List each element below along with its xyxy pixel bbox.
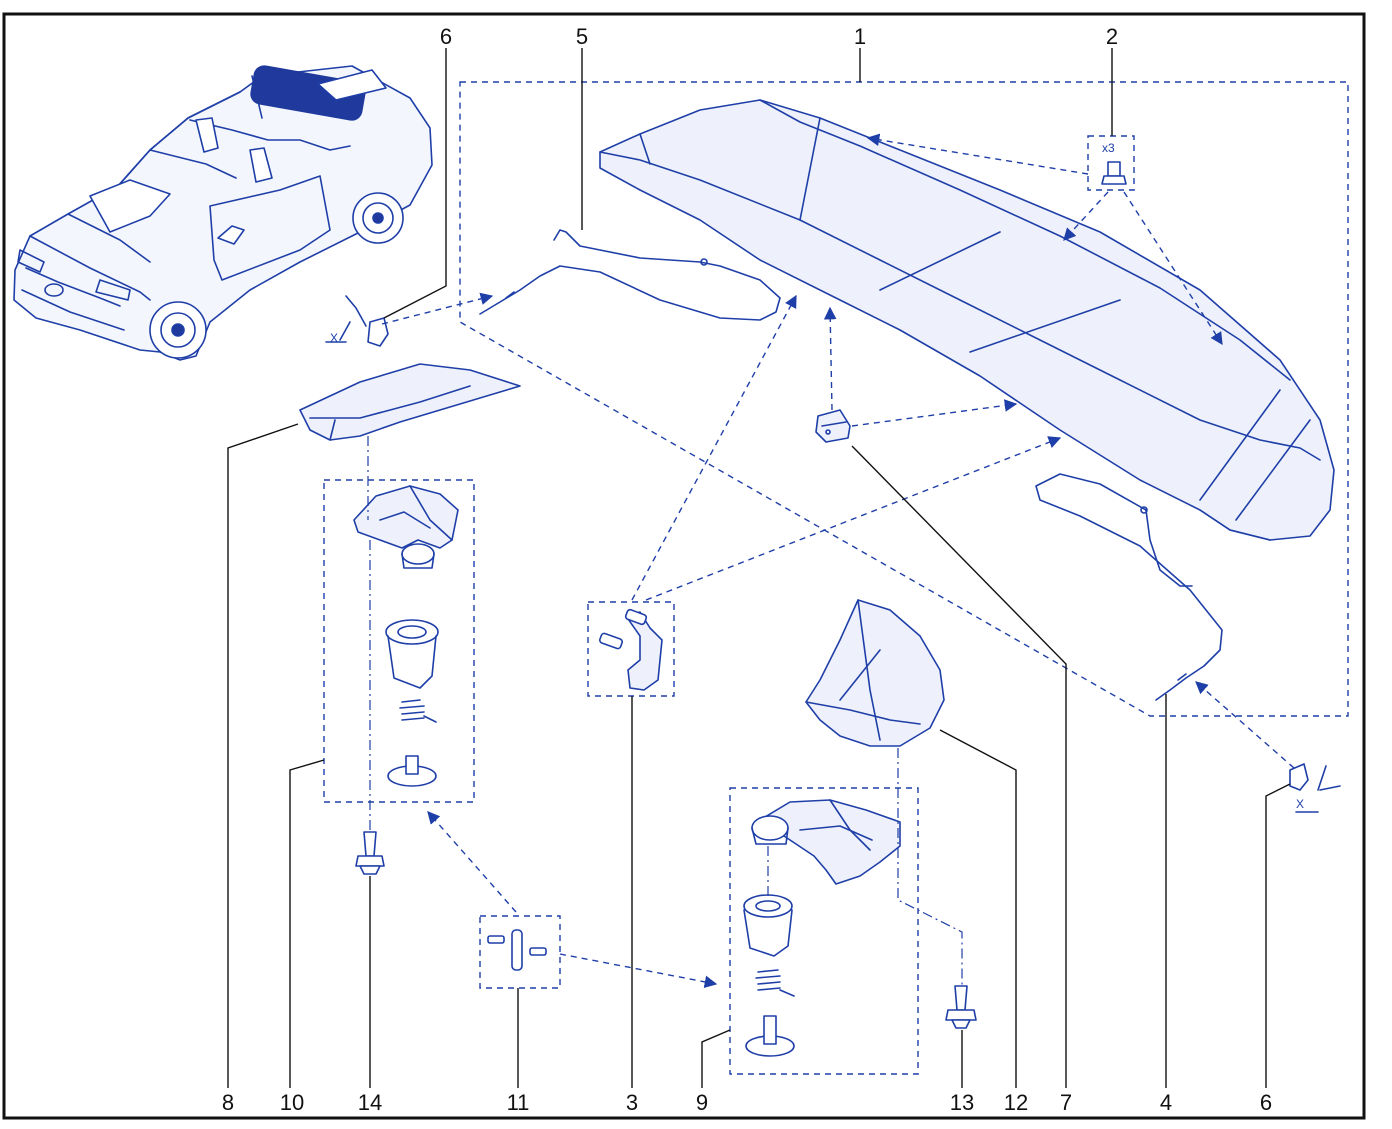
callout-label-8: 8 — [222, 1090, 234, 1115]
bolt-part-14 — [355, 831, 385, 875]
callout-label-9: 9 — [696, 1090, 708, 1115]
rear-spoiler-main — [599, 99, 1335, 541]
group-outline-11 — [479, 915, 561, 989]
callout-label-13: 13 — [950, 1090, 974, 1115]
callout-label-14: 14 — [358, 1090, 382, 1115]
pins-part-3 — [598, 608, 663, 691]
group-outline-1 — [459, 81, 1349, 717]
side-spoiler-part-8 — [299, 363, 521, 441]
assembly-arrows — [381, 133, 1295, 989]
callout-label-7: 7 — [1060, 1090, 1072, 1115]
callout-label-1: 1 — [854, 24, 866, 49]
screw-part-2 — [1101, 161, 1127, 185]
clip-part-6-right — [1289, 763, 1341, 813]
group-outline-10 — [323, 479, 475, 803]
callout-label-11: 11 — [507, 1090, 530, 1115]
pins-part-11 — [487, 929, 547, 971]
callout-label-3: 3 — [626, 1090, 638, 1115]
axis-marker-left: X — [330, 331, 338, 345]
callout-label-4: 4 — [1160, 1090, 1172, 1115]
hinge-assembly-part-9 — [743, 799, 901, 1057]
fairing-panel-part-12 — [805, 599, 945, 747]
outer-border — [2, 12, 1366, 1120]
cable-part-5 — [479, 229, 781, 321]
car-illustration — [13, 65, 433, 361]
quantity-marker: x3 — [1102, 141, 1115, 155]
bracket-part-7 — [815, 409, 851, 443]
axis-marker-right: X — [1296, 797, 1304, 811]
callout-label-12: 12 — [1004, 1090, 1028, 1115]
bolt-part-13 — [945, 985, 977, 1029]
callout-label-5: 5 — [576, 24, 588, 49]
cable-part-4 — [1035, 473, 1223, 701]
leader-lines — [227, 48, 1291, 1088]
callout-label-10: 10 — [280, 1090, 304, 1115]
group-outline-9 — [729, 787, 919, 1075]
hinge-assembly-part-10 — [353, 485, 459, 787]
group-outline-3 — [587, 601, 675, 697]
callout-label-6b: 6 — [1260, 1090, 1272, 1115]
clip-part-6-left — [325, 295, 389, 347]
callout-label-6: 6 — [440, 24, 452, 49]
callout-label-2: 2 — [1106, 24, 1118, 49]
group-outline-2 — [1087, 135, 1135, 191]
assembly-axes — [367, 436, 963, 986]
